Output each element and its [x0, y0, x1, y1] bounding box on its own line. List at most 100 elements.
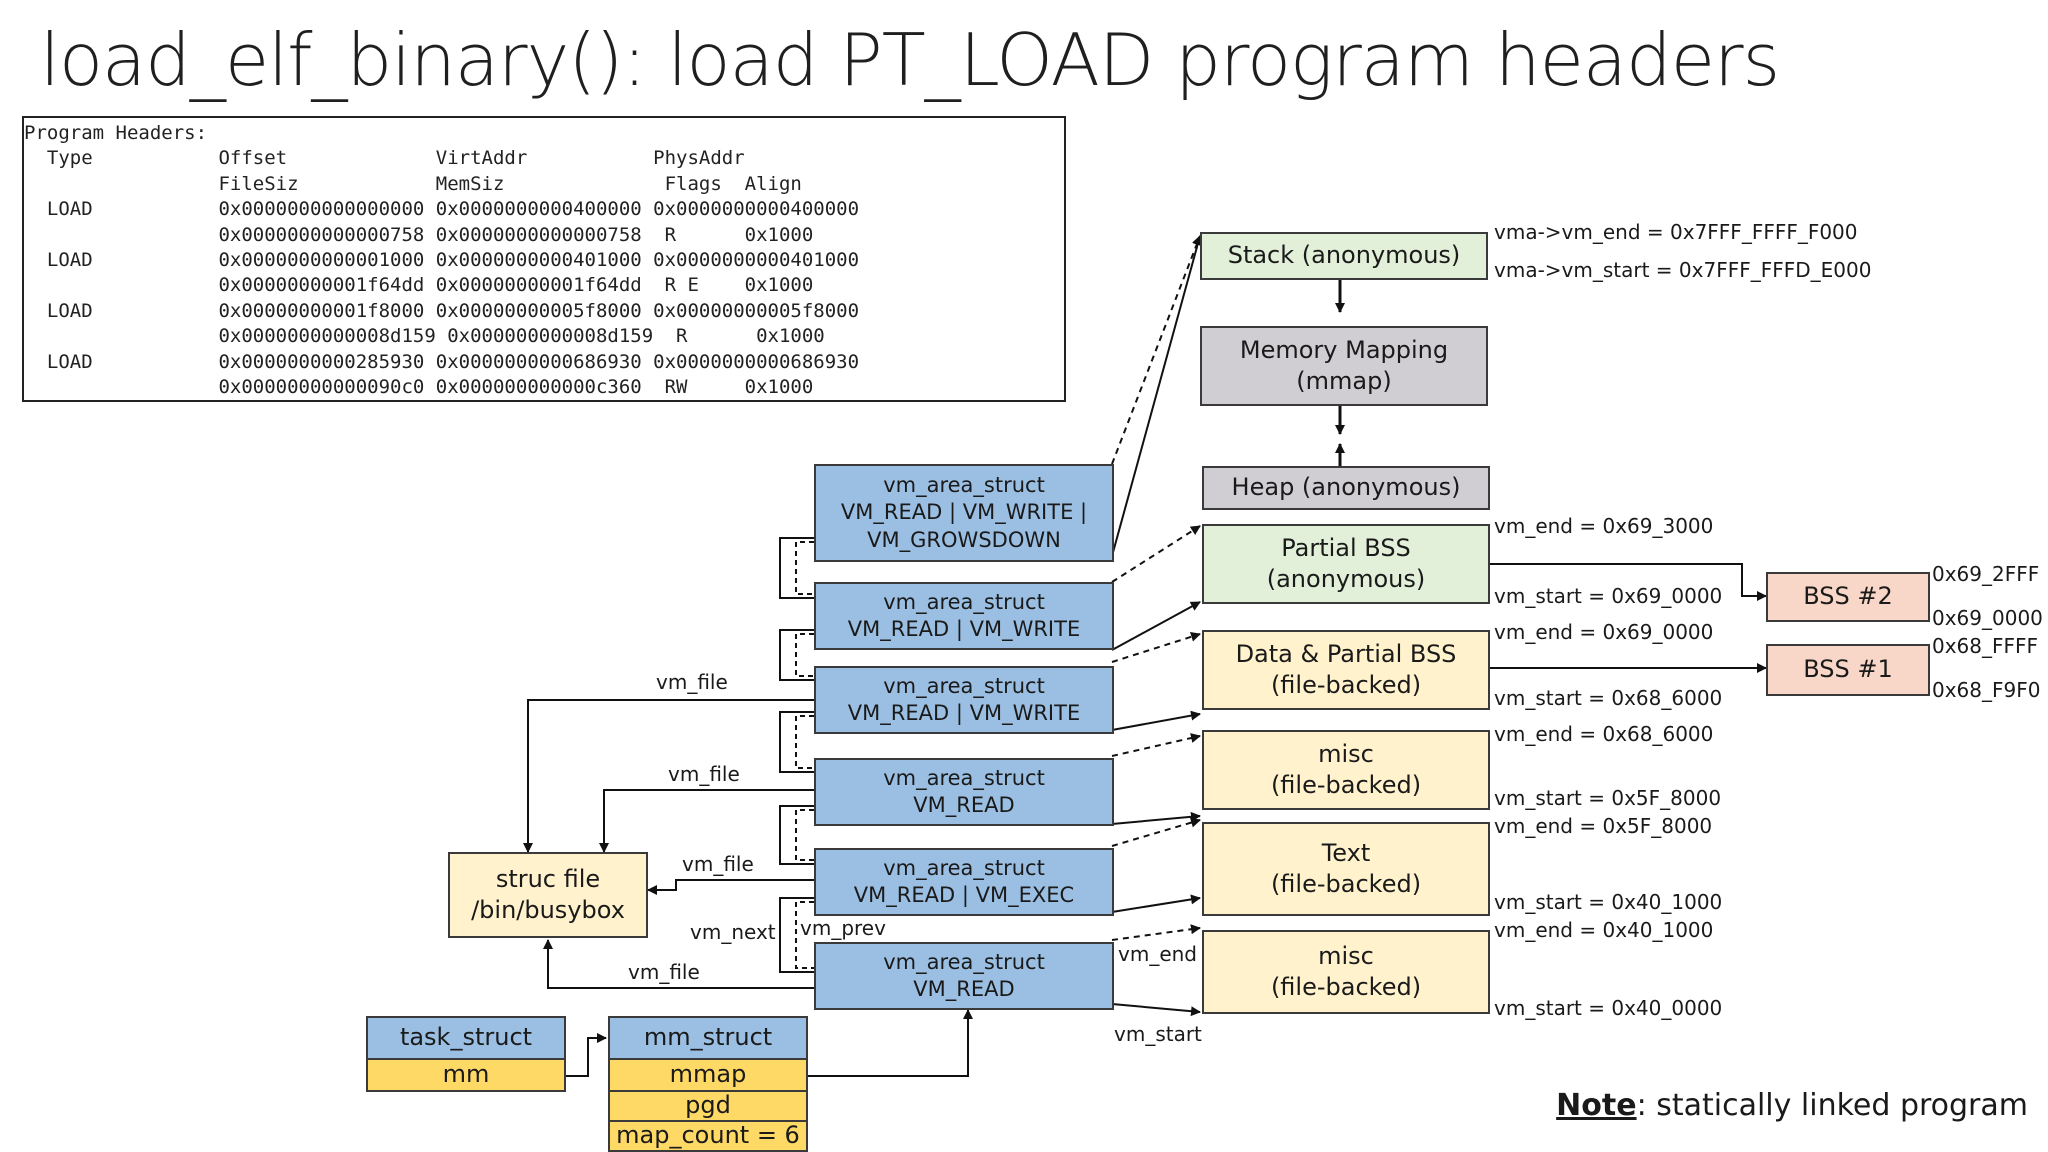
vm-prev-link-4 — [795, 809, 814, 861]
data-start-label: vm_start = 0x68_6000 — [1494, 686, 1723, 710]
pbss-to-bss2 — [1490, 563, 1767, 601]
vm-prev-link-3 — [795, 715, 814, 769]
struct-name: mm_struct — [643, 1023, 773, 1052]
page-title: load_elf_binary(): load PT_LOAD program … — [40, 18, 1780, 102]
program-header-row: FileSiz MemSiz Flags Align — [24, 172, 802, 195]
vma4-to-misc-end — [1111, 733, 1201, 757]
region-sublabel: (file-backed) — [1270, 671, 1422, 699]
region-label: misc — [1318, 941, 1374, 970]
mm-struct-map-count-field: map_count = 6 — [608, 1120, 808, 1152]
vm-file-label: vm_file — [628, 960, 700, 984]
mm-struct-mmap-field: mmap — [608, 1058, 808, 1092]
vm-end-label: vm_end — [1118, 942, 1197, 966]
region-label: Heap (anonymous) — [1231, 473, 1461, 502]
vm-next-link-2 — [779, 629, 814, 681]
struct-file-box: struc file /bin/busybox — [448, 852, 648, 938]
pbss-end-label: vm_end = 0x69_3000 — [1494, 514, 1714, 538]
vma3-to-data-end — [1111, 631, 1201, 663]
vm-next-link-4 — [779, 805, 814, 865]
program-header-row: LOAD 0x0000000000285930 0x00000000006869… — [24, 350, 860, 373]
bss1-top-addr: 0x68_FFFF — [1932, 634, 2039, 658]
region-label: Stack (anonymous) — [1227, 241, 1461, 270]
vma3-to-data-start — [1111, 710, 1201, 731]
program-header-row: 0x00000000000090c0 0x000000000000c360 RW… — [24, 376, 814, 398]
vm-file-link-misc — [599, 789, 814, 853]
vm-prev-link-5 — [795, 901, 814, 969]
region-label: Partial BSS — [1281, 533, 1411, 562]
struct-name: task_struct — [399, 1023, 533, 1052]
program-header-row: 0x00000000001f64dd 0x00000000001f64dd R … — [24, 274, 814, 297]
vma5-to-text-start — [1111, 894, 1201, 913]
misc2-end-label: vm_end = 0x40_1000 — [1494, 918, 1714, 942]
vm-file-link-text — [647, 879, 814, 895]
data-end-label: vm_end = 0x69_0000 — [1494, 620, 1714, 644]
stack-end-label: vma->vm_end = 0x7FFF_FFFF_F000 — [1494, 220, 1858, 244]
vma-4: vm_area_struct VM_READ — [814, 758, 1114, 826]
vma-title: vm_area_struct — [883, 673, 1045, 698]
misc2-start-label: vm_start = 0x40_0000 — [1494, 996, 1723, 1020]
region-sublabel: (anonymous) — [1266, 565, 1426, 593]
bss1-bottom-addr: 0x68_F9F0 — [1932, 678, 2041, 702]
task-struct-mm-field: mm — [366, 1058, 566, 1092]
vm-file-link-misc2 — [543, 939, 814, 989]
region-label: Text — [1321, 838, 1371, 867]
region-label: Memory Mapping — [1239, 335, 1449, 364]
vm-file-label: vm_file — [656, 670, 728, 694]
vma-5: vm_area_struct VM_READ | VM_EXEC — [814, 848, 1114, 916]
vm-file-label: vm_file — [668, 762, 740, 786]
program-header-row: 0x0000000000000758 0x0000000000000758 R … — [24, 223, 814, 246]
region-sublabel: (file-backed) — [1270, 771, 1422, 799]
mm-struct-pgd-field: pgd — [608, 1090, 808, 1122]
note-text: : statically linked program — [1636, 1088, 2028, 1123]
vm-next-label: vm_next — [690, 920, 776, 944]
region-stack: Stack (anonymous) — [1200, 232, 1488, 280]
pbss-start-label: vm_start = 0x69_0000 — [1494, 584, 1723, 608]
region-label: Data & Partial BSS — [1235, 639, 1457, 668]
vma4-to-misc-start — [1111, 811, 1201, 825]
struct-field: map_count = 6 — [616, 1121, 800, 1150]
vma-2: vm_area_struct VM_READ | VM_WRITE — [814, 582, 1114, 650]
region-sublabel: (file-backed) — [1270, 973, 1422, 1001]
program-header-row: LOAD 0x0000000000001000 0x00000000004010… — [24, 249, 860, 271]
bss-1-box: BSS #1 — [1766, 644, 1930, 696]
bss2-top-addr: 0x69_2FFF — [1932, 562, 2040, 586]
vm-prev-link-2 — [795, 633, 814, 677]
region-text: Text (file-backed) — [1202, 822, 1490, 916]
vma-flags: VM_READ | VM_WRITE — [847, 617, 1081, 641]
vma-title: vm_area_struct — [883, 765, 1045, 790]
vma6-to-misc2-end — [1111, 924, 1201, 941]
vma-3: vm_area_struct VM_READ | VM_WRITE — [814, 666, 1114, 734]
region-mmap: Memory Mapping (mmap) — [1200, 326, 1488, 406]
program-header-row: LOAD 0x0000000000000000 0x00000000004000… — [24, 198, 860, 221]
note-bold: Note — [1556, 1088, 1637, 1123]
struct-field: mm — [442, 1060, 490, 1089]
footnote: Note: statically linked program — [1556, 1088, 2028, 1123]
vm-start-label: vm_start — [1114, 1022, 1202, 1046]
vma-title: vm_area_struct — [883, 589, 1045, 614]
vma1-to-stack-start — [1111, 235, 1203, 557]
vm-file-label: vm_file — [682, 852, 754, 876]
program-header-row: Program Headers: — [24, 122, 208, 144]
program-header-row: LOAD 0x00000000001f8000 0x00000000005f80… — [24, 299, 860, 322]
region-partial-bss: Partial BSS (anonymous) — [1202, 524, 1490, 604]
vma2-to-pbss-start — [1111, 601, 1201, 651]
bss2-bottom-addr: 0x69_0000 — [1932, 606, 2043, 630]
mmap-to-vma-link — [806, 1009, 973, 1077]
stack-start-label: vma->vm_start = 0x7FFF_FFFD_E000 — [1494, 258, 1872, 282]
region-label: misc — [1318, 739, 1374, 768]
file-path: /bin/busybox — [471, 896, 625, 924]
vma2-to-pbss-end — [1111, 525, 1201, 583]
vma-title: vm_area_struct — [883, 855, 1045, 880]
text-end-label: vm_end = 0x5F_8000 — [1494, 814, 1713, 838]
mm-struct-header: mm_struct — [608, 1016, 808, 1060]
vma6-to-misc2-start — [1111, 1003, 1201, 1017]
region-misc-1: misc (file-backed) — [1202, 730, 1490, 810]
vma1-to-stack-end — [1111, 235, 1202, 465]
vma-flags: VM_READ | VM_WRITE — [847, 701, 1081, 725]
misc1-end-label: vm_end = 0x68_6000 — [1494, 722, 1714, 746]
bss-label: BSS #2 — [1803, 582, 1893, 611]
region-data: Data & Partial BSS (file-backed) — [1202, 630, 1490, 710]
vma5-to-text-end — [1111, 817, 1201, 847]
vma-flags: VM_GROWSDOWN — [867, 527, 1061, 552]
